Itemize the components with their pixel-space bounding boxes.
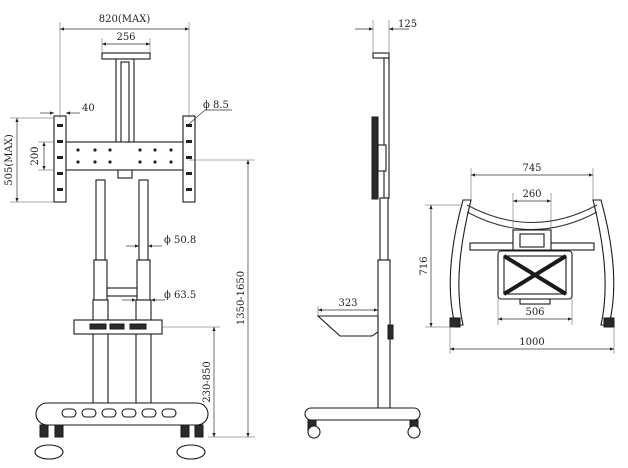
side-upper-column <box>383 57 390 199</box>
plate-clamp <box>117 169 133 179</box>
crossbar <box>106 287 138 297</box>
side-mount-block <box>377 144 387 172</box>
lower-tube-left <box>92 299 109 404</box>
dim-base-depth: 716 <box>419 256 430 275</box>
base-view: 745 260 716 506 1000 <box>419 163 615 354</box>
dim-base-tray-width: 506 <box>525 307 544 318</box>
side-shelf <box>316 315 379 337</box>
dim-arm-height: 200 <box>30 146 41 165</box>
dim-height-max: 505(MAX) <box>4 134 15 186</box>
dim-shelf-height: 230-850 <box>202 361 213 403</box>
upper-tube-left <box>95 179 106 261</box>
collar-right <box>136 259 151 301</box>
dim-base-overall-width: 1000 <box>519 337 544 348</box>
base-leg-left <box>449 199 472 326</box>
casters-front <box>34 424 206 460</box>
shelf-clamp-left <box>89 323 107 330</box>
dim-base-width-top: 745 <box>522 163 541 174</box>
side-base <box>304 407 421 421</box>
dim-overall-height: 1350-1650 <box>236 271 247 325</box>
side-knob <box>387 324 394 340</box>
upper-tube-right <box>138 179 149 261</box>
top-bracket <box>101 52 151 60</box>
dim-hole-diameter: ϕ 8.5 <box>203 100 229 111</box>
dim-lower-tube: ϕ 63.5 <box>164 290 196 301</box>
shelf-clamp-right <box>129 323 147 330</box>
base-caster-right <box>603 317 615 328</box>
base-caster-left <box>449 317 461 328</box>
side-caster-left <box>307 425 321 439</box>
dim-arm-width: 40 <box>82 103 95 114</box>
lower-tube-right <box>135 299 152 404</box>
dim-bracket-width: 256 <box>116 32 135 43</box>
shelf-clamp-center <box>109 323 125 330</box>
dim-shelf-depth: 323 <box>338 298 357 309</box>
base-tray-lip <box>519 298 551 305</box>
side-upper-tube <box>379 197 389 261</box>
dim-width-max: 820(MAX) <box>99 14 151 25</box>
side-vesa-arm <box>371 116 379 200</box>
dim-upper-tube: ϕ 50.8 <box>164 235 196 246</box>
side-top-bracket <box>372 52 390 59</box>
collar-left <box>93 259 108 301</box>
dim-base-center-width: 260 <box>522 189 541 200</box>
front-view: 820(MAX) 256 40 ϕ 8.5 505(MAX) 200 ϕ 50.… <box>4 14 255 460</box>
base-leg-right <box>592 199 615 326</box>
dim-top-offset: 125 <box>398 19 417 30</box>
mounting-plate <box>65 141 184 171</box>
side-caster-right <box>407 425 421 439</box>
base-clamp-inner <box>519 233 545 248</box>
side-view: 125 323 <box>304 19 421 439</box>
